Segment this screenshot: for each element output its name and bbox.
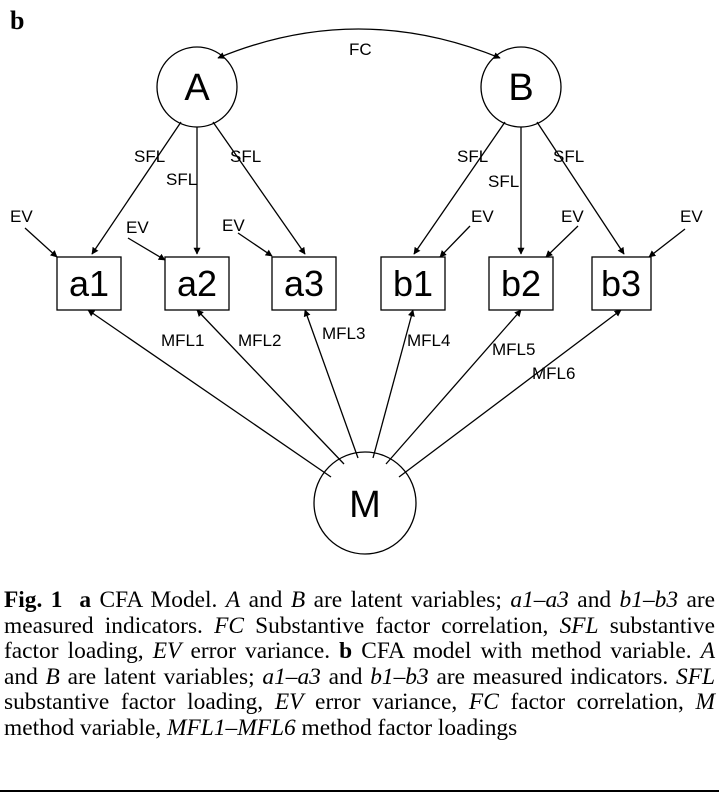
figure-caption: Fig. 1 a CFA Model. A and B are latent v… — [4, 587, 716, 741]
sfl-label-b1: SFL — [457, 147, 488, 166]
mfl-arrow-a3 — [303, 309, 359, 459]
ev-arrow-b3 — [648, 228, 686, 258]
indicator-label-a1: a1 — [69, 263, 109, 304]
sfl-label-b3: SFL — [553, 147, 584, 166]
sfl-arrow-b3 — [536, 121, 625, 255]
mfl-label-4: MFL4 — [407, 331, 450, 350]
sfl-arrow-a1 — [91, 121, 182, 255]
indicator-box-b1 — [380, 256, 446, 311]
indicator-label-a2: a2 — [177, 263, 217, 304]
bottom-rule — [0, 790, 719, 792]
ev-label-a3: EV — [222, 216, 245, 235]
latent-node-b — [480, 46, 562, 128]
mfl-label-2: MFL2 — [238, 331, 281, 350]
method-label-m: M — [349, 484, 381, 526]
mfl-arrow-b3 — [398, 309, 622, 478]
mfl-arrow-a1 — [87, 309, 332, 478]
ev-label-b3: EV — [680, 207, 703, 226]
sfl-label-a3: SFL — [230, 147, 261, 166]
mfl-label-6: MFL6 — [532, 364, 575, 383]
sfl-arrow-a3 — [212, 121, 306, 255]
ev-arrow-a3 — [237, 232, 273, 257]
fc-arrow — [217, 28, 501, 59]
ev-label-b1: EV — [471, 207, 494, 226]
indicator-label-b2: b2 — [501, 263, 541, 304]
indicator-box-b3 — [591, 256, 652, 311]
latent-label-a: A — [184, 67, 210, 109]
caption-panel-b: b — [339, 638, 353, 665]
mfl-label-3: MFL3 — [322, 324, 365, 343]
ev-arrow-b2 — [545, 225, 579, 258]
sfl-label-a2: SFL — [166, 170, 197, 189]
panel-label: b — [10, 6, 25, 35]
indicator-label-b3: b3 — [601, 263, 641, 304]
method-node-m — [313, 451, 417, 555]
indicator-box-b2 — [488, 256, 554, 311]
mfl-arrow-b2 — [385, 309, 522, 465]
ev-arrow-b1 — [439, 225, 471, 258]
indicator-box-a2 — [164, 256, 230, 311]
ev-arrow-a2 — [127, 237, 166, 261]
sfl-arrow-b1 — [413, 121, 506, 255]
fc-label: FC — [349, 40, 372, 59]
mfl-arrow-a2 — [196, 309, 345, 465]
caption-panel-a: a — [79, 587, 92, 613]
ev-arrow-a1 — [24, 227, 58, 258]
ev-label-a2: EV — [126, 218, 149, 237]
latent-node-a — [156, 46, 238, 128]
mfl-label-1: MFL1 — [161, 331, 204, 350]
mfl-arrow-b1 — [372, 309, 415, 459]
latent-label-b: B — [508, 67, 533, 109]
indicator-box-a1 — [56, 256, 122, 311]
caption-fig-number: Fig. 1 — [4, 587, 63, 613]
ev-label-a1: EV — [10, 207, 33, 226]
sfl-label-b2: SFL — [488, 172, 519, 191]
mfl-label-5: MFL5 — [492, 340, 535, 359]
ev-label-b2: EV — [561, 207, 584, 226]
sfl-label-a1: SFL — [134, 147, 165, 166]
indicator-box-a3 — [271, 256, 337, 311]
indicator-label-a3: a3 — [284, 263, 324, 304]
indicator-label-b1: b1 — [393, 263, 433, 304]
cfa-diagram: A B M a1 a2 a3 b1 b2 b3 FC SFL SFL SFL S… — [10, 28, 703, 555]
